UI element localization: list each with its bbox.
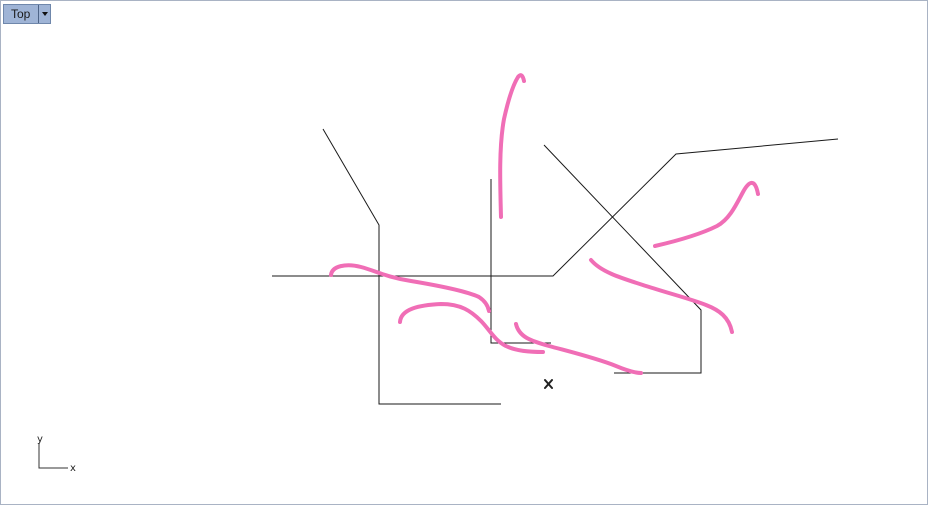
viewport-title-tab[interactable]: Top (3, 4, 52, 24)
curve-vertical-hook[interactable] (490, 179, 551, 344)
sketch-stroke-middle-arc[interactable] (398, 302, 545, 354)
sketch-stroke-right-sweep[interactable] (589, 258, 734, 334)
sketch-stroke-vertical[interactable] (498, 73, 526, 219)
axis-widget: y x (37, 434, 76, 474)
axis-lines (38, 443, 68, 469)
curve-horizontal-diagonal[interactable] (272, 138, 839, 277)
x-cursor-icon (544, 379, 553, 389)
viewport-name-label[interactable]: Top (11, 7, 31, 21)
sketch-stroke-lower-sweep[interactable] (514, 322, 643, 375)
axis-y-label: y (37, 434, 43, 445)
tab-divider (38, 5, 40, 23)
sketch-stroke-upper-right[interactable] (653, 180, 760, 248)
sketch-stroke-left-wave[interactable] (329, 263, 491, 313)
curve-left-bracket[interactable] (322, 128, 501, 405)
black-curves (272, 128, 839, 405)
curve-right-diagonal[interactable] (543, 144, 702, 374)
pink-sketch-strokes (329, 73, 760, 375)
chevron-down-icon[interactable] (39, 5, 50, 23)
axis-x-label: x (70, 463, 76, 474)
